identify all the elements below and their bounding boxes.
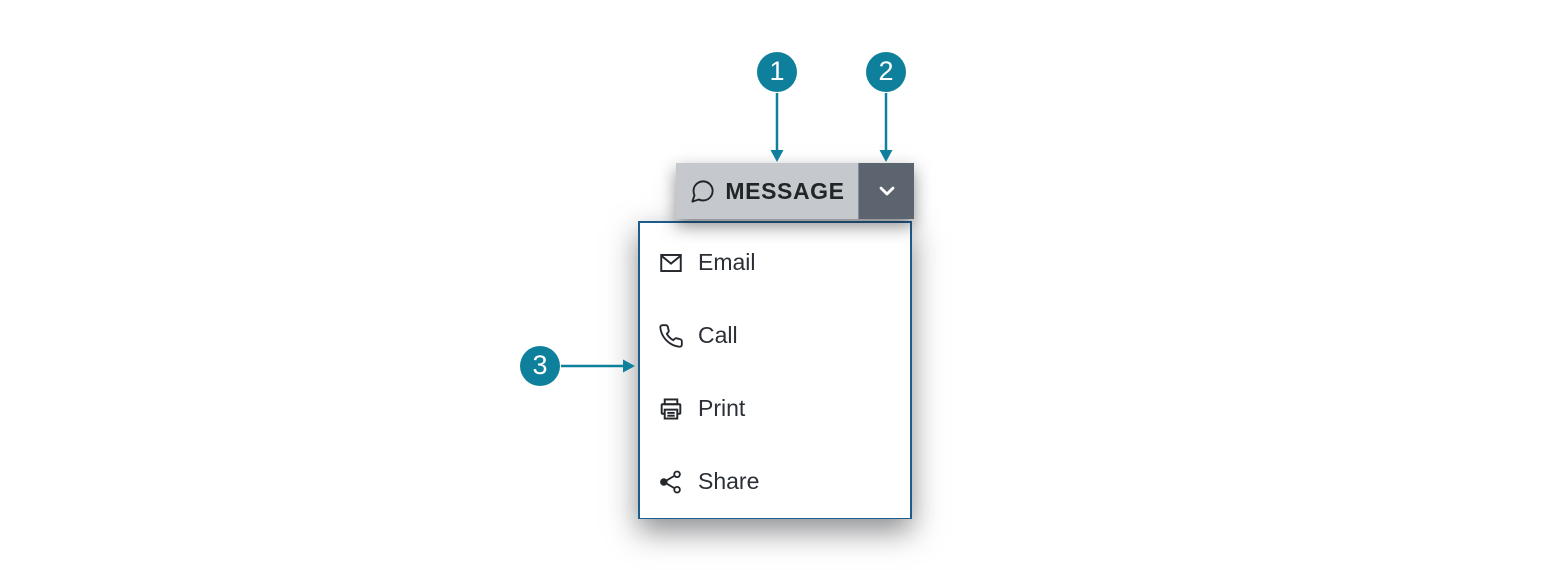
menu-item-call[interactable]: Call	[640, 299, 910, 372]
callout-badge-1: 1	[757, 52, 797, 92]
menu-item-email[interactable]: Email	[640, 226, 910, 299]
callout-badge-2: 2	[866, 52, 906, 92]
print-icon	[658, 396, 684, 422]
dropdown-toggle-button[interactable]	[858, 163, 914, 219]
callout-arrow-2	[879, 93, 893, 162]
share-icon	[658, 469, 684, 495]
message-button[interactable]: MESSAGE	[676, 163, 858, 219]
dropdown-menu: Email Call Print	[638, 221, 912, 519]
menu-item-label: Call	[698, 322, 738, 348]
menu-item-print[interactable]: Print	[640, 372, 910, 445]
callout-badge-3: 3	[520, 346, 560, 386]
chat-bubble-icon	[689, 178, 716, 205]
call-icon	[658, 323, 684, 349]
menu-item-label: Email	[698, 249, 756, 275]
menu-item-share[interactable]: Share	[640, 445, 910, 518]
callout-arrow-3	[561, 359, 635, 373]
email-icon	[658, 250, 684, 276]
callout-arrow-1	[770, 93, 784, 162]
message-split-button: MESSAGE	[676, 163, 914, 219]
chevron-down-icon	[874, 178, 900, 204]
menu-item-label: Share	[698, 468, 760, 494]
menu-item-label: Print	[698, 395, 746, 421]
message-button-label: MESSAGE	[725, 177, 845, 204]
